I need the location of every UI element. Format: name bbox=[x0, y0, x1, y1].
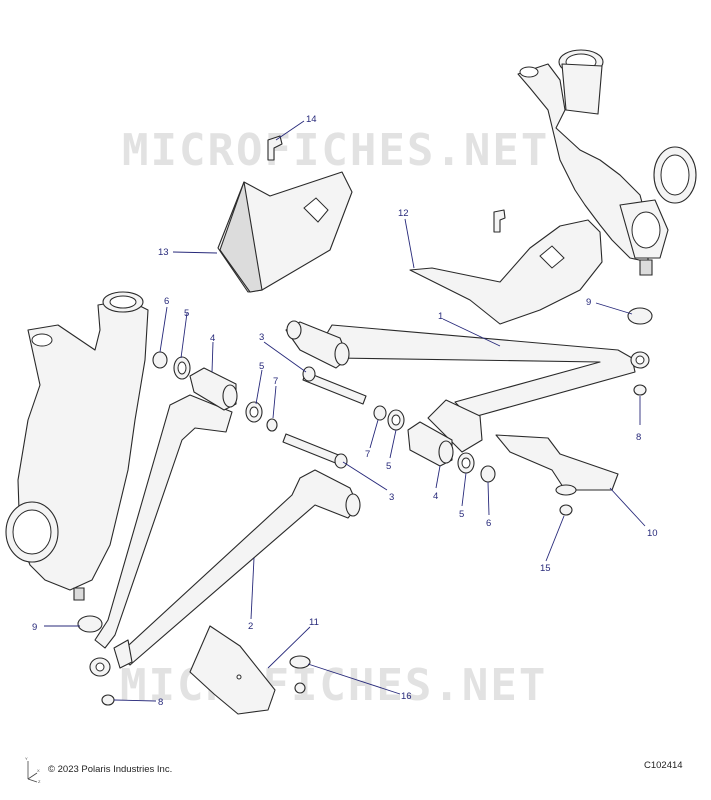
spindle-knuckle-right bbox=[517, 49, 697, 276]
bracket-right bbox=[495, 434, 619, 496]
skid-guard-upper-right bbox=[409, 219, 603, 325]
hardware-left-group bbox=[152, 351, 278, 432]
callout-10: 10 bbox=[647, 528, 658, 539]
callout-13: 13 bbox=[158, 247, 169, 258]
axis-z-label: Z bbox=[38, 779, 41, 783]
callout-9-right: 9 bbox=[586, 297, 591, 308]
callout-labels: 14 12 13 9 6 5 4 3 1 5 7 8 7 5 3 4 5 6 1… bbox=[32, 114, 658, 708]
axis-y-label: Y bbox=[25, 756, 28, 761]
callout-3-lower: 3 bbox=[389, 492, 394, 503]
lower-a-arm bbox=[89, 394, 361, 677]
spindle-knuckle-left bbox=[5, 291, 149, 601]
callout-4-right: 4 bbox=[433, 491, 438, 502]
callout-12: 12 bbox=[398, 208, 409, 219]
callout-2: 2 bbox=[248, 621, 253, 632]
axis-triad-icon: Y X Z bbox=[25, 756, 41, 783]
callout-4-left: 4 bbox=[210, 333, 215, 344]
bracket-lower bbox=[189, 625, 276, 715]
skid-guard-upper-left bbox=[217, 171, 353, 293]
upper-a-arm bbox=[285, 320, 650, 453]
callout-9-left: 9 bbox=[32, 622, 37, 633]
callout-14: 14 bbox=[306, 114, 317, 125]
small-hardware bbox=[77, 135, 653, 706]
callout-6-left: 6 bbox=[164, 296, 169, 307]
callout-5-right-b: 5 bbox=[459, 509, 464, 520]
pivot-bolts bbox=[282, 366, 367, 469]
callout-1: 1 bbox=[438, 311, 443, 322]
callout-6-right: 6 bbox=[486, 518, 491, 529]
callout-7-right: 7 bbox=[365, 449, 370, 460]
copyright-text: © 2023 Polaris Industries Inc. bbox=[48, 764, 173, 775]
hardware-right-group bbox=[373, 405, 496, 483]
callout-5-left-b: 5 bbox=[259, 361, 264, 372]
figure-code: C102414 bbox=[644, 760, 683, 771]
callout-7-left: 7 bbox=[273, 376, 278, 387]
axis-x-label: X bbox=[37, 768, 40, 773]
callout-11: 11 bbox=[309, 617, 319, 628]
callout-8-left: 8 bbox=[158, 697, 163, 708]
callout-5-right-a: 5 bbox=[386, 461, 391, 472]
callout-5-left-a: 5 bbox=[184, 308, 189, 319]
callout-16: 16 bbox=[401, 691, 412, 702]
callout-3-upper: 3 bbox=[259, 332, 264, 343]
watermark-bottom: MICROFICHES.NET bbox=[120, 660, 547, 711]
callout-8-right: 8 bbox=[636, 432, 641, 443]
leader-lines bbox=[44, 120, 646, 702]
callout-15: 15 bbox=[540, 563, 551, 574]
watermark-top: MICROFICHES.NET bbox=[122, 125, 549, 176]
